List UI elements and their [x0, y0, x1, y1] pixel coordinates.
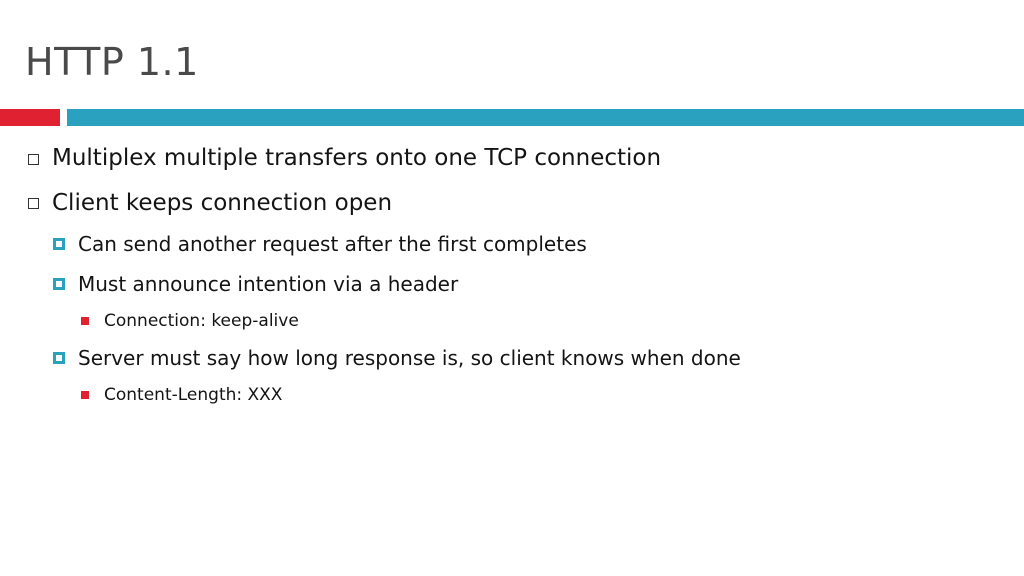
- red-square-bullet-icon: [81, 391, 89, 399]
- sub-bullet-item: Server must say how long response is, so…: [78, 346, 741, 370]
- blue-square-bullet-icon: [53, 278, 65, 290]
- blue-square-bullet-icon: [53, 238, 65, 250]
- hollow-square-icon: [28, 198, 39, 209]
- hollow-square-icon: [28, 154, 39, 165]
- sub-bullet-item: Must announce intention via a header: [78, 272, 459, 296]
- red-square-bullet-icon: [81, 317, 89, 325]
- blue-square-bullet-icon: [53, 352, 65, 364]
- bullet-item: Client keeps connection open: [52, 190, 393, 216]
- title-underline-red-bar: [0, 109, 60, 126]
- slide-title: HTTP 1.1: [25, 40, 199, 84]
- sub-sub-bullet-item: Connection: keep-alive: [104, 311, 299, 331]
- sub-bullet-item: Can send another request after the first…: [78, 232, 587, 256]
- sub-sub-bullet-item: Content-Length: XXX: [104, 385, 283, 405]
- title-underline-blue-bar: [67, 109, 1024, 126]
- bullet-item: Multiplex multiple transfers onto one TC…: [52, 145, 662, 171]
